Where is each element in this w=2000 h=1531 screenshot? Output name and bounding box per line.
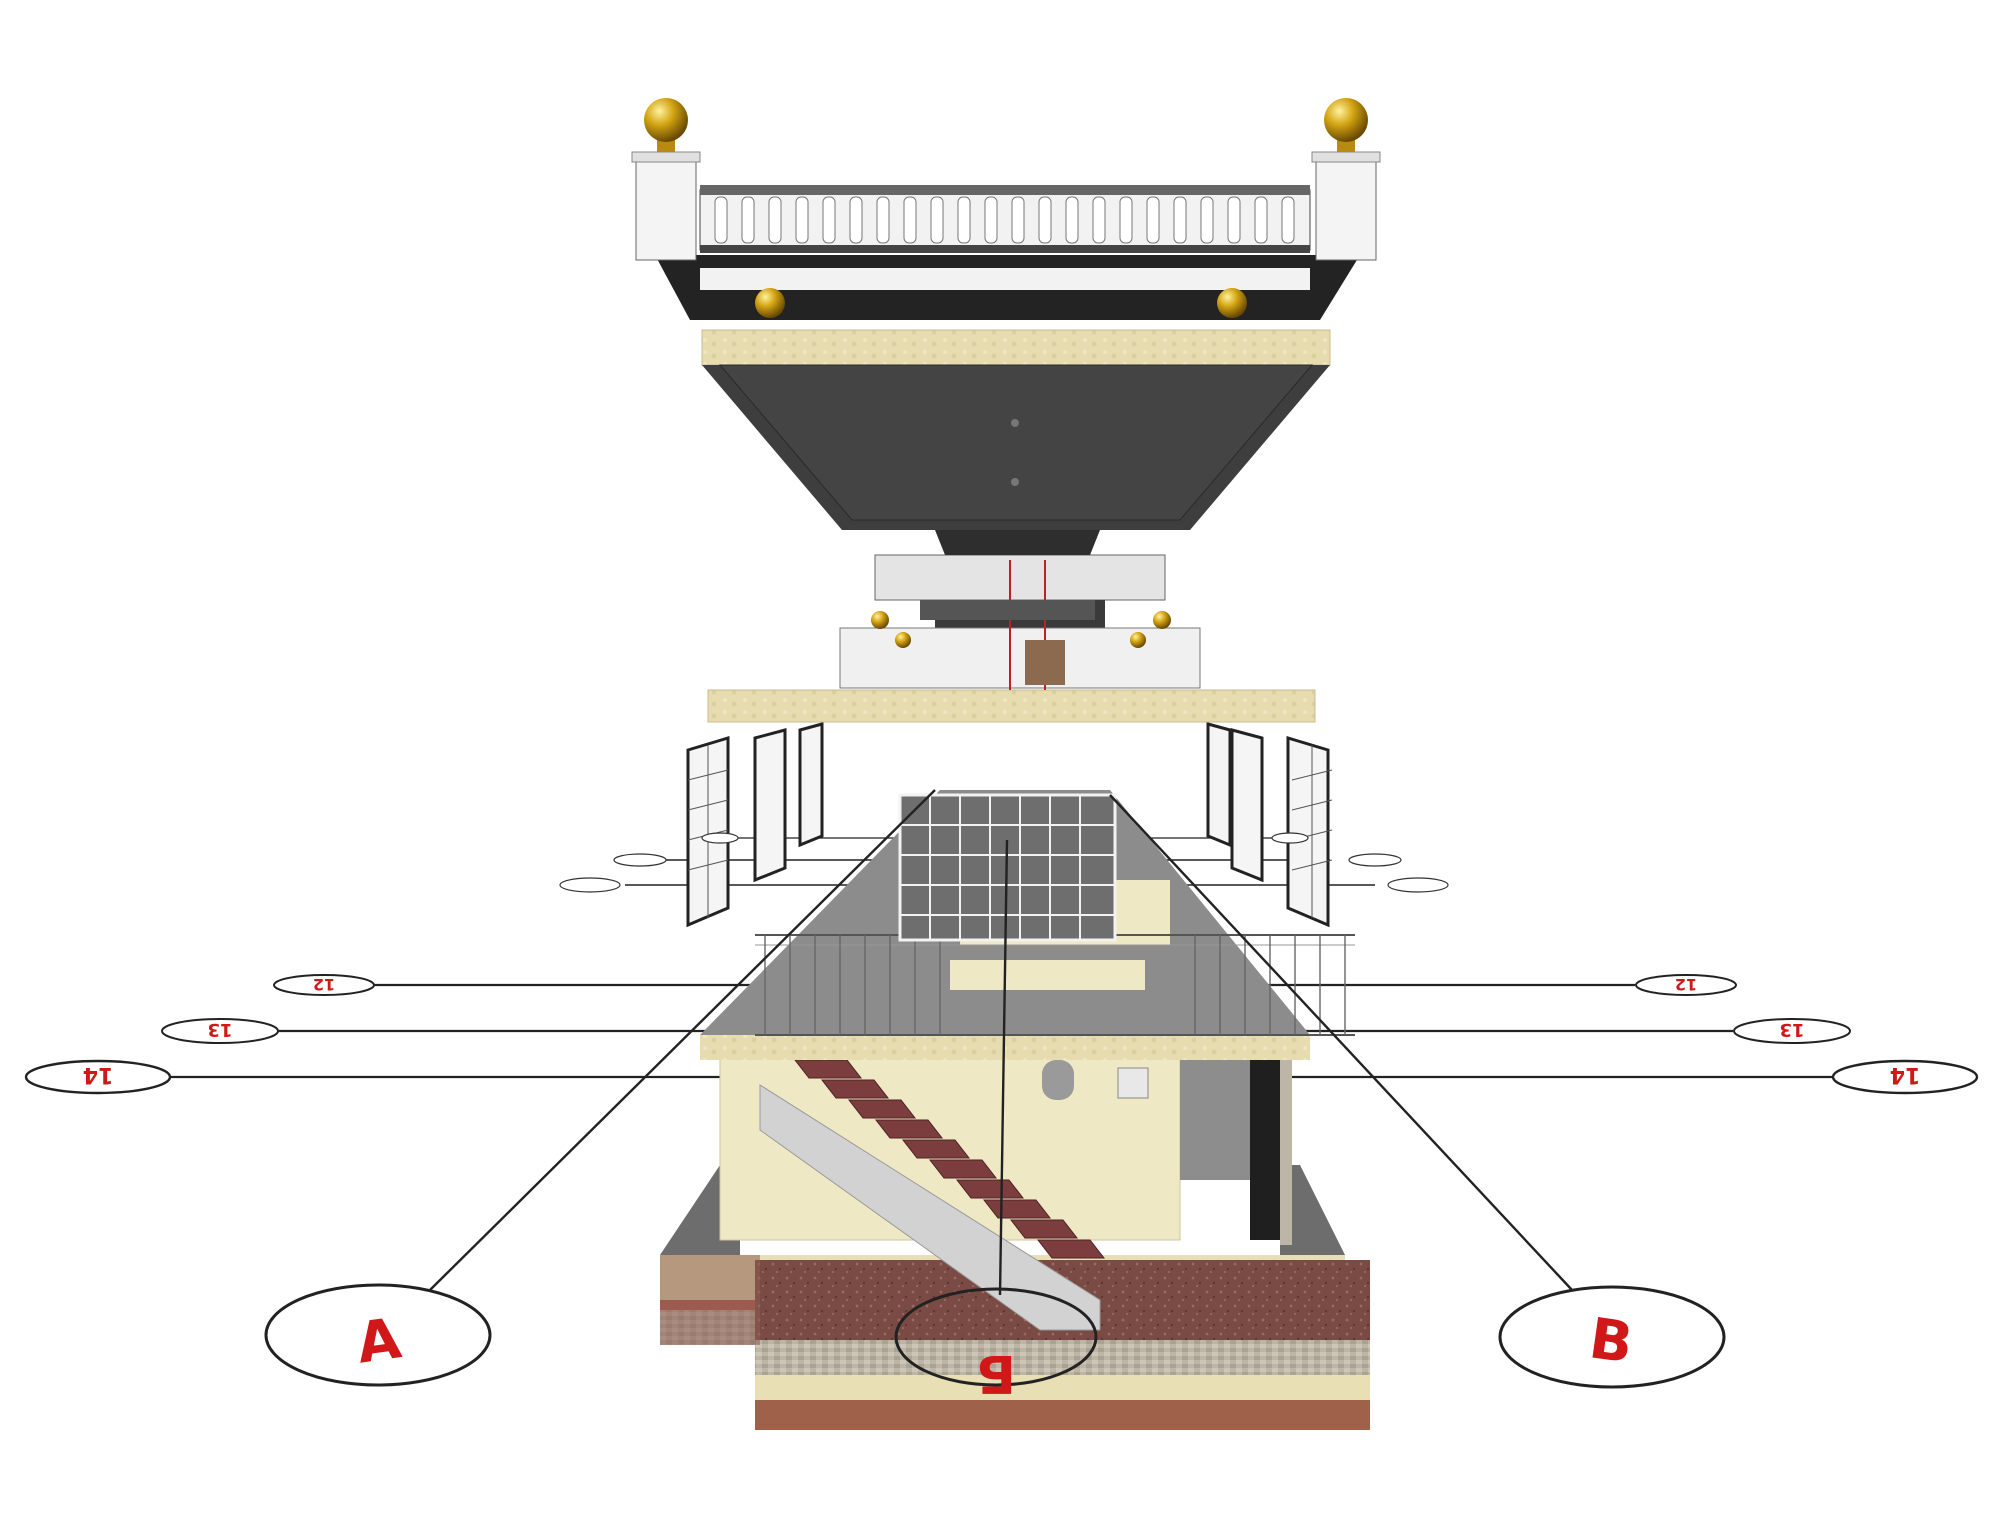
- axis-bubble-row-14-right: 14: [1831, 1059, 1979, 1095]
- axis-label: В: [1585, 1306, 1636, 1376]
- gold-finial-icon: [1153, 611, 1171, 629]
- axis-bubble-letter-b: Б: [894, 1287, 1098, 1403]
- axis-label: 14: [83, 1062, 114, 1087]
- axis-label: 12: [313, 975, 335, 994]
- axis-label: 14: [1890, 1062, 1921, 1087]
- gold-finial-icon: [1324, 98, 1368, 152]
- axis-label: 12: [1675, 975, 1697, 994]
- axis-bubble-letter-v: В: [1498, 1285, 1726, 1389]
- upper-floor-structure: [839, 554, 1201, 690]
- gold-finial-icon: [755, 288, 785, 318]
- distant-axis-bubbles: [559, 832, 1449, 893]
- axis-label: Б: [976, 1343, 1016, 1403]
- corner-post: [635, 154, 697, 261]
- axis-bubble-row-12-right: 12: [1635, 974, 1737, 996]
- axis-bubble-row-13-right: 13: [1733, 1018, 1851, 1044]
- gold-finial-icon: [644, 98, 688, 152]
- gold-finial-icon: [1130, 632, 1146, 648]
- axis-label: 13: [207, 1019, 232, 1040]
- ground-floor: [660, 1039, 1345, 1331]
- axis-bubble-row-13-left: 13: [161, 1018, 279, 1044]
- middle-slab: [707, 689, 1316, 723]
- axis-bubble-row-14-left: 14: [24, 1059, 172, 1095]
- letter-axis-lines: [429, 789, 1573, 1296]
- axis-label: 13: [1779, 1019, 1804, 1040]
- roof-slab: [701, 329, 1331, 555]
- axis-bubble-letter-a: А: [264, 1283, 492, 1387]
- gold-finial-icon: [871, 611, 889, 629]
- axis-bubble-row-12-left: 12: [273, 974, 375, 996]
- gold-finial-icon: [1217, 288, 1247, 318]
- corner-post: [1315, 154, 1377, 261]
- axis-label: А: [353, 1306, 406, 1376]
- gold-finial-icon: [895, 632, 911, 648]
- roof-balustrade: [631, 98, 1381, 320]
